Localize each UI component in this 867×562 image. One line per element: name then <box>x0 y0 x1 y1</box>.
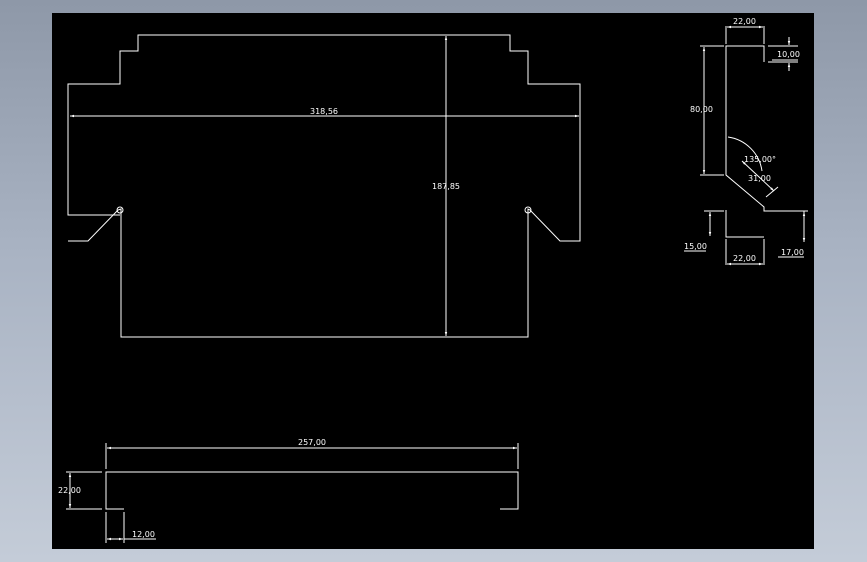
right-foot-dimension-label: 17,00 <box>781 248 804 257</box>
left-notch-hole <box>116 206 124 214</box>
flange-dimension-label: 12,00 <box>132 530 155 539</box>
left-foot-dimension-label: 15,00 <box>684 242 707 251</box>
angle-dimension-label: 135,00° <box>744 155 776 164</box>
top-flange-dimension-label: 10,00 <box>777 50 800 59</box>
top-width-dimension-label: 22,00 <box>733 17 756 26</box>
side-profile-foot <box>725 210 764 238</box>
length-dimension-label: 257,00 <box>298 438 326 447</box>
front-view-outline <box>67 34 581 338</box>
slant-dimension-line <box>741 160 775 192</box>
angle-arc <box>727 136 763 172</box>
side-profile-outline <box>725 45 804 212</box>
right-notch-hole <box>524 206 532 214</box>
width-dimension-label: 318,56 <box>310 107 338 116</box>
bottom-width-dimension-label: 22,00 <box>733 254 756 263</box>
cad-viewport[interactable]: 318,56 187,85 22,00 10,00 80,0 <box>52 13 814 549</box>
height-dimension-label: 187,85 <box>432 182 460 191</box>
front-view: 318,56 187,85 <box>67 34 581 338</box>
vertical-dimension-label: 80,00 <box>690 105 713 114</box>
cad-drawing: 318,56 187,85 22,00 10,00 80,0 <box>58 17 808 543</box>
side-profile: 22,00 10,00 80,00 135,00° 31,00 <box>684 17 808 266</box>
ext-line <box>765 186 779 198</box>
bottom-height-dimension-label: 22,00 <box>58 486 81 495</box>
bottom-view-outline <box>105 471 519 510</box>
slant-dimension-label: 31,00 <box>748 174 771 183</box>
bottom-view: 257,00 22,00 12,00 <box>58 438 519 543</box>
